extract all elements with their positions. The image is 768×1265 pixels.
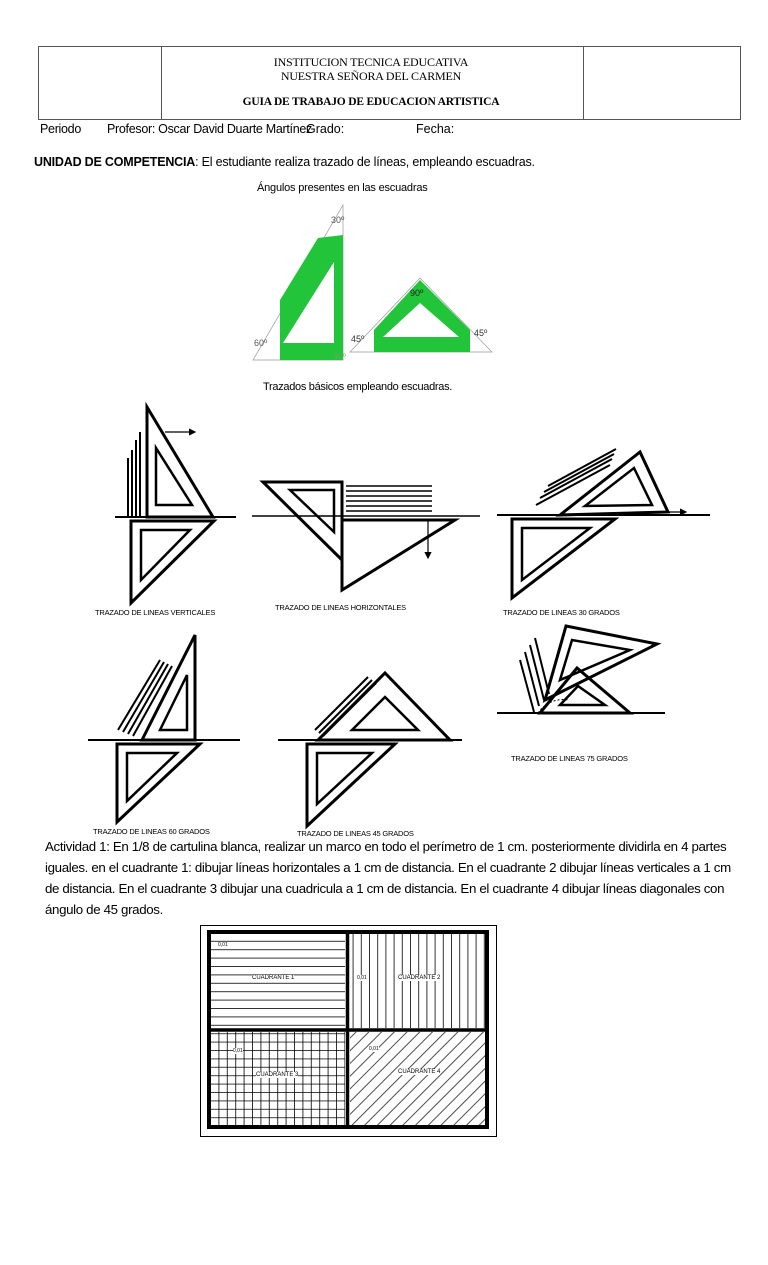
diagram-30-degree-lines — [497, 448, 710, 602]
diagram-45-degree-lines — [278, 670, 462, 830]
caption-75-grados: TRAZADO DE LINEAS 75 GRADOS — [511, 754, 628, 763]
quadrant-1-hatch — [210, 934, 345, 1028]
quadrant-3-label: CUADRANTE 3 — [256, 1072, 299, 1078]
angle-label-90a: 90º — [334, 352, 346, 361]
header-divider — [583, 47, 584, 119]
competencia-label: UNIDAD DE COMPETENCIA — [34, 155, 196, 169]
dimension-label: 0,01 — [233, 1048, 243, 1054]
angles-title: Ángulos presentes en las escuadras — [257, 182, 428, 194]
setsquare-45-icon — [349, 277, 493, 353]
quadrant-4-label: CUADRANTE 4 — [398, 1069, 441, 1075]
quadrant-2-label: CUADRANTE 2 — [398, 975, 441, 981]
caption-60-grados: TRAZADO DE LINEAS 60 GRADOS — [93, 827, 210, 836]
diagram-horizontal-lines — [252, 480, 480, 593]
caption-45-grados: TRAZADO DE LINEAS 45 GRADOS — [297, 829, 414, 838]
info-profesor: Profesor: Oscar David Duarte Martínez — [107, 122, 312, 136]
quadrant-1-label: CUADRANTE 1 — [252, 975, 295, 981]
quadrant-2-hatch — [350, 934, 485, 1028]
dimension-label: 0,01 — [369, 1046, 379, 1052]
caption-verticales: TRAZADO DE LINEAS VERTICALES — [95, 608, 216, 617]
diagram-75-degree-lines — [497, 624, 665, 715]
diagram-60-degree-lines — [88, 634, 240, 826]
institution-name: INSTITUCION TECNICA EDUCATIVA — [273, 55, 469, 69]
setsquare-30-60-icon — [252, 203, 344, 361]
angle-label-90b: 90º — [410, 288, 424, 298]
info-periodo: Periodo — [40, 122, 81, 136]
header-table — [38, 46, 741, 120]
dimension-label: 0,01 — [357, 975, 367, 981]
activity-text: Actividad 1: En 1/8 de cartulina blanca,… — [45, 839, 731, 917]
caption-horizontales: TRAZADO DE LINEAS HORIZONTALES — [275, 603, 406, 612]
info-fecha: Fecha: — [416, 122, 455, 136]
dimension-label: 0,01 — [218, 942, 228, 948]
angle-label-45a: 45º — [351, 334, 365, 344]
competencia-text: : El estudiante realiza trazado de línea… — [195, 155, 535, 169]
angle-label-30: 30º — [331, 215, 345, 225]
info-grado: Grado: — [306, 122, 345, 136]
header-divider — [161, 47, 162, 119]
competencia: UNIDAD DE COMPETENCIA: El estudiante rea… — [34, 155, 535, 169]
quadrant-3-hatch — [210, 1032, 345, 1125]
angle-label-45b: 45º — [474, 328, 488, 338]
angle-label-60: 60º — [254, 338, 268, 348]
diagram-vertical-lines — [115, 401, 236, 607]
tracings-title: Trazados básicos empleando escuadras. — [263, 381, 453, 393]
guide-title: GUIA DE TRABAJO DE EDUCACION ARTISTICA — [242, 96, 500, 108]
caption-30-grados: TRAZADO DE LINEAS 30 GRADOS — [503, 608, 620, 617]
institution-subtitle: NUESTRA SEÑORA DEL CARMEN — [280, 69, 462, 83]
